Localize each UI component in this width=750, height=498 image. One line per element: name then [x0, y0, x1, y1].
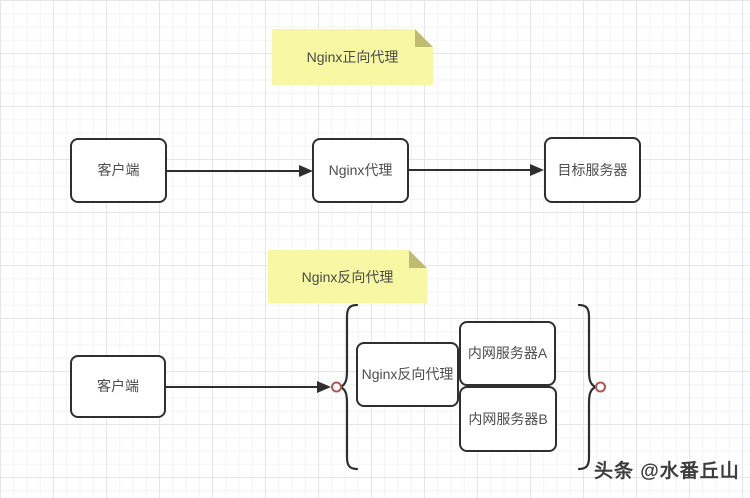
node-client-1: 客户端 [70, 138, 167, 203]
arrow-proxy-to-target-head [530, 164, 544, 176]
note-reverse-proxy-label: Nginx反向代理 [301, 268, 394, 285]
endpoint-circle-left [331, 381, 342, 393]
node-nginx-proxy-label: Nginx代理 [328, 162, 393, 179]
node-nginx-proxy: Nginx代理 [312, 138, 409, 203]
node-internal-server-b-label: 内网服务器B [468, 410, 548, 427]
note-forward-proxy-label: Nginx正向代理 [306, 49, 399, 65]
arrow-client-to-proxy-head [299, 165, 313, 177]
watermark-toutiao: 头条 @水番丘山 [594, 461, 740, 482]
node-internal-server-a: 内网服务器A [459, 321, 556, 386]
node-reverse-proxy: Nginx反向代理 [356, 342, 459, 407]
arrow-client2-to-group-head [317, 381, 331, 393]
node-client-2-label: 客户端 [97, 378, 139, 395]
right-curly-brace [577, 303, 599, 471]
node-client-2: 客户端 [70, 355, 166, 418]
sticky-note-forward-proxy: Nginx正向代理 [272, 29, 433, 85]
node-target-server-label: 目标服务器 [557, 161, 628, 178]
node-internal-server-b: 内网服务器B [459, 386, 557, 452]
node-reverse-proxy-label: Nginx反向代理 [361, 366, 454, 383]
endpoint-circle-right [595, 381, 606, 393]
left-curly-brace [337, 303, 359, 471]
sticky-note-reverse-proxy: Nginx反向代理 [268, 250, 427, 303]
node-client-1-label: 客户端 [97, 162, 140, 179]
node-target-server: 目标服务器 [544, 137, 641, 203]
node-internal-server-a-label: 内网服务器A [467, 345, 548, 362]
